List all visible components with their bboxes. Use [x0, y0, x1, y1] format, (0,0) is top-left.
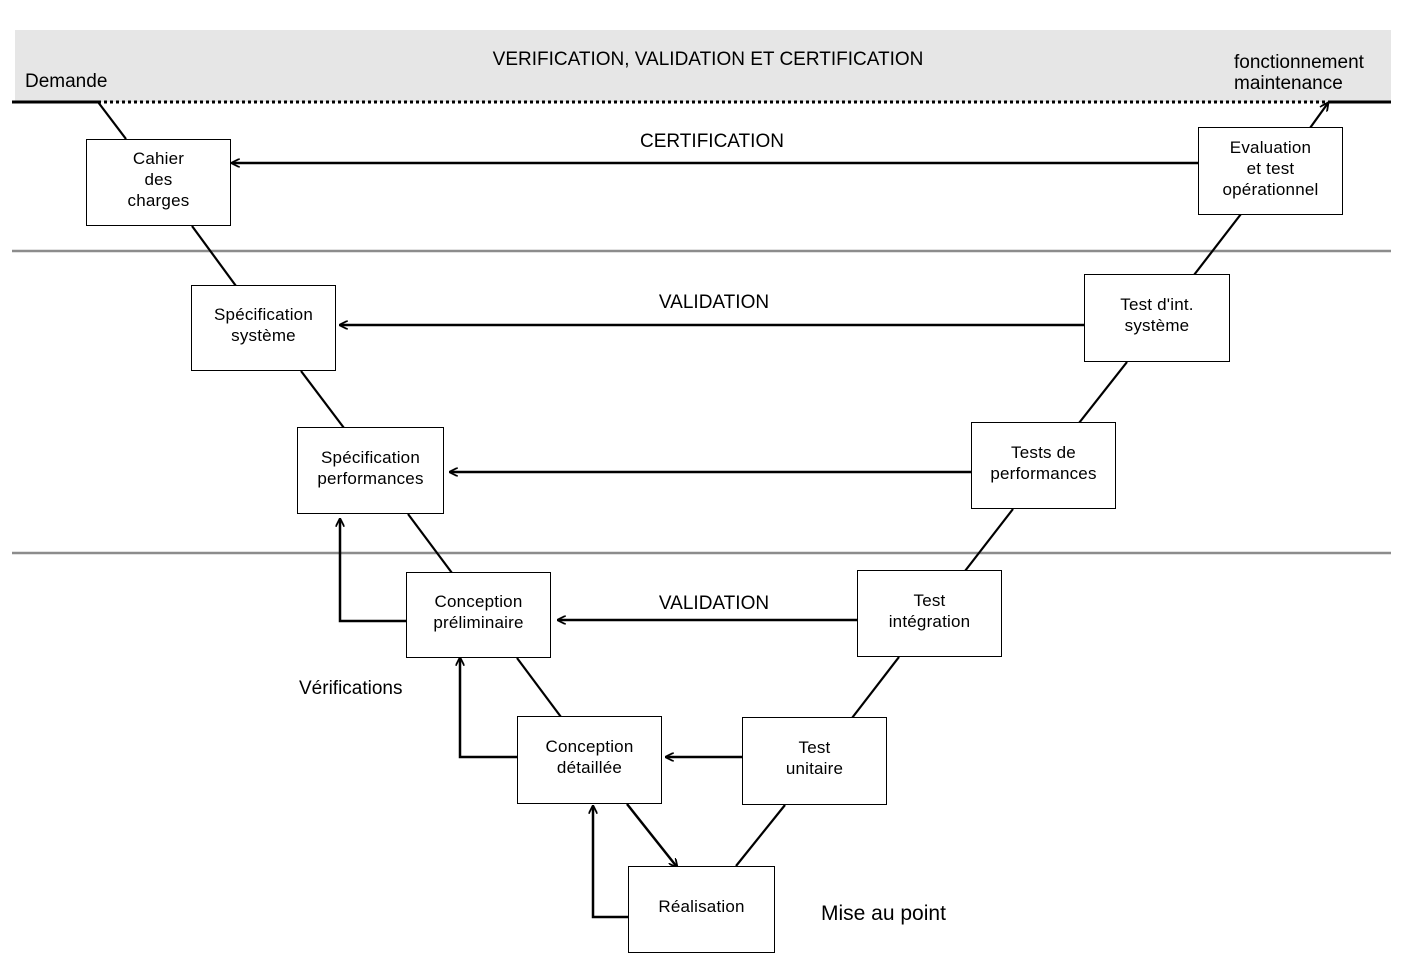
box-label: Réalisation: [658, 897, 745, 916]
box-label: Spécification système: [214, 305, 313, 345]
horizontal-arrows: [232, 163, 1198, 757]
v-connector: [964, 508, 1014, 572]
box-cahier-des-charges: Cahier des charges: [86, 139, 231, 226]
box-conception-detaillee: Conception détaillée: [517, 716, 662, 804]
v-connector: [1193, 213, 1242, 276]
mise-au-point-label: Mise au point: [821, 902, 946, 925]
box-specification-systeme: Spécification système: [191, 285, 336, 371]
v-connector: [735, 804, 786, 867]
box-evaluation-test-operationnel: Evaluation et test opérationnel: [1198, 127, 1343, 215]
validation-design-label: VALIDATION: [658, 593, 770, 614]
v-connector: [516, 657, 562, 718]
header-band: [15, 30, 1391, 102]
box-tests-de-performances: Tests de performances: [971, 422, 1116, 509]
maintenance-label: maintenance: [1234, 73, 1343, 94]
box-label: Cahier des charges: [127, 149, 190, 210]
verification-arrows: [340, 519, 677, 919]
box-test-unitaire: Test unitaire: [742, 717, 887, 805]
validation-system-label: VALIDATION: [658, 292, 770, 313]
box-specification-performances: Spécification performances: [297, 427, 444, 514]
verification-arrow-realisation: [593, 806, 629, 919]
verification-arrow-detail: [460, 658, 518, 759]
box-label: Conception préliminaire: [433, 592, 524, 632]
certification-label: CERTIFICATION: [640, 131, 784, 152]
box-test-int-systeme: Test d'int. système: [1084, 274, 1230, 362]
box-label: Test unitaire: [785, 738, 844, 778]
header-title: VERIFICATION, VALIDATION ET CERTIFICATIO…: [492, 49, 924, 70]
verification-arrow-prelim: [340, 519, 407, 623]
v-connector-to-maintenance: [1309, 103, 1328, 129]
box-label: Evaluation et test opérationnel: [1222, 137, 1319, 199]
v-right-branch: [735, 103, 1328, 867]
v-connector: [300, 370, 345, 429]
box-conception-preliminaire: Conception préliminaire: [406, 572, 551, 658]
v-connector: [97, 101, 127, 140]
box-realisation: Réalisation: [628, 866, 775, 953]
box-test-integration: Test intégration: [857, 570, 1002, 657]
box-label: Conception détaillée: [545, 737, 634, 777]
v-left-branch: [97, 101, 562, 718]
v-connector: [1078, 361, 1128, 424]
box-label: Spécification performances: [317, 447, 424, 488]
descent-arrow-realisation: [626, 803, 677, 867]
v-connector: [407, 513, 453, 574]
verifications-label: Vérifications: [299, 678, 403, 699]
box-label: Tests de performances: [990, 442, 1097, 483]
v-connector: [191, 225, 237, 287]
box-label: Test d'int. système: [1120, 295, 1194, 335]
box-label: Test intégration: [888, 590, 971, 631]
demande-label: Demande: [25, 71, 108, 92]
v-connector: [851, 656, 900, 719]
fonctionnement-label: fonctionnement: [1234, 52, 1364, 73]
